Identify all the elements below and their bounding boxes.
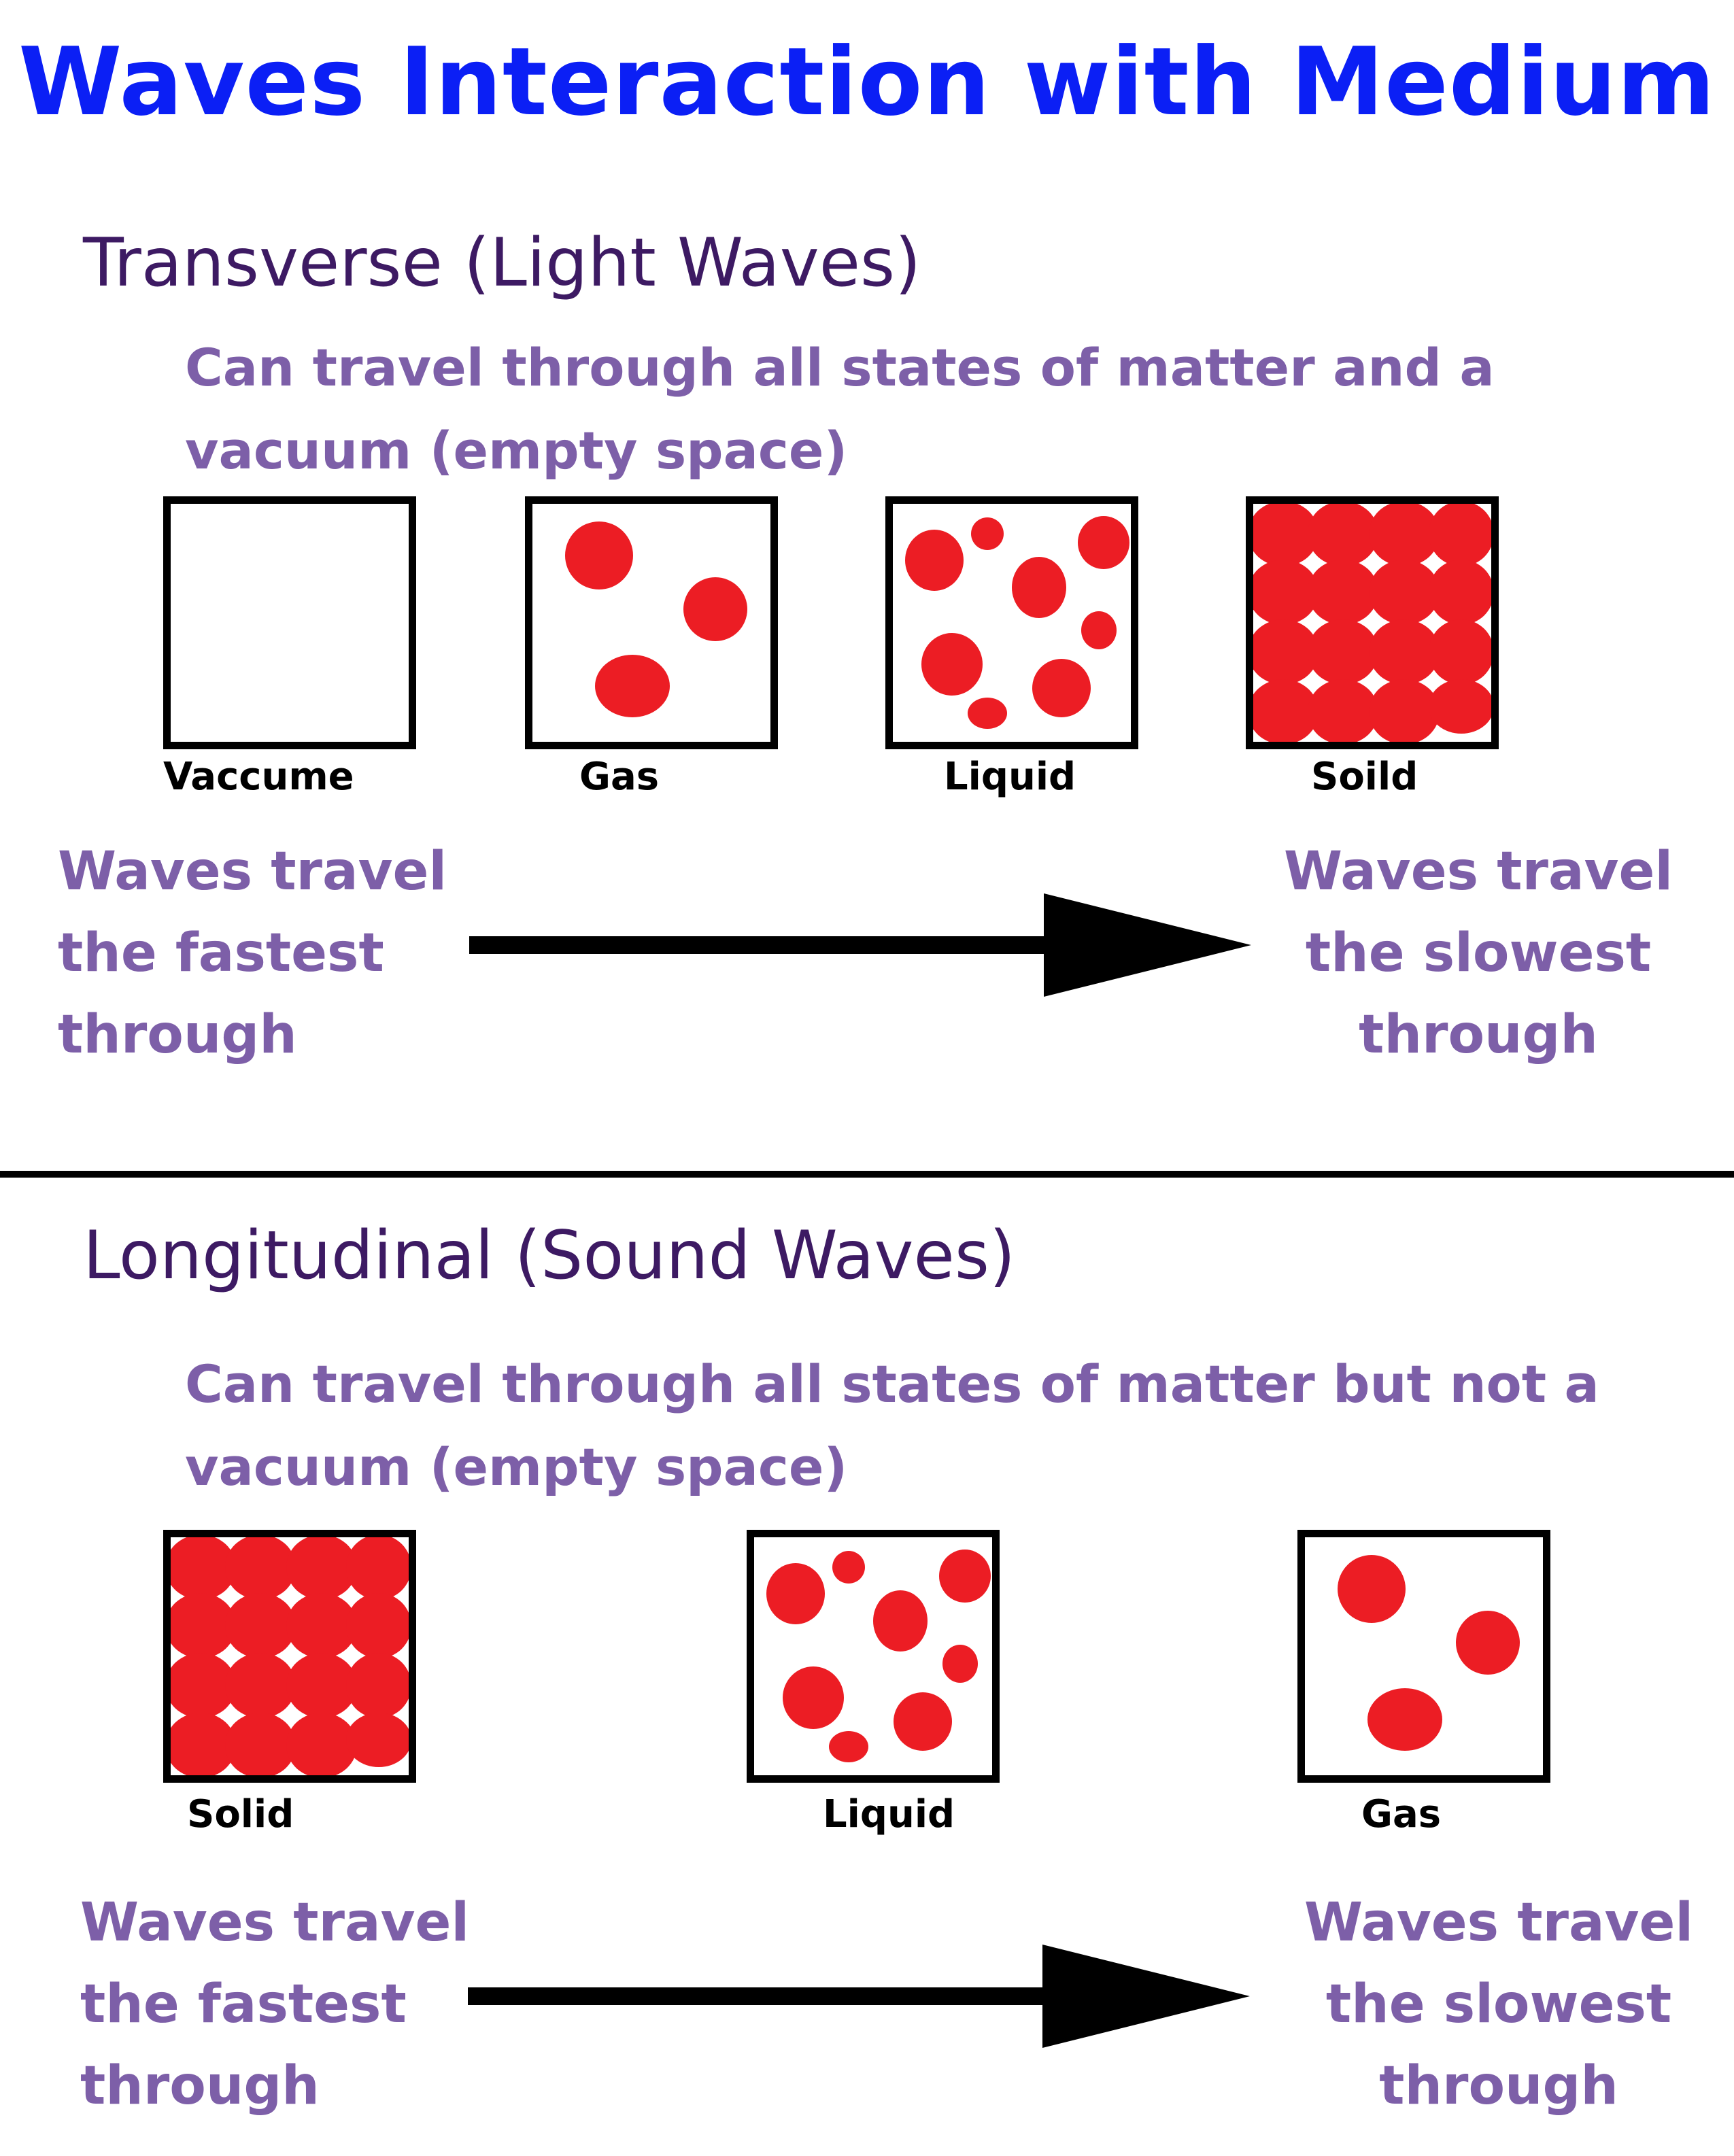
arrow-shaft [469, 936, 1054, 954]
note-line: Waves travel [58, 841, 447, 902]
longitudinal-description-line-2: vacuum (empty space) [185, 1437, 848, 1497]
note-line: Waves travel [80, 1892, 470, 1953]
particle [346, 1593, 409, 1658]
page-title: Waves Interaction with Medium [18, 27, 1716, 137]
particle [921, 633, 983, 696]
particle [1429, 560, 1491, 625]
longitudinal-direction-arrow [468, 1945, 1250, 2048]
note-line: the fastest [58, 923, 384, 984]
transverse-slowest-note: Waves travel the slowest through [1284, 831, 1673, 1076]
particle [1456, 1611, 1520, 1675]
particle [905, 530, 964, 591]
particle [286, 1593, 357, 1658]
vacuum-label: Vaccume [163, 755, 354, 799]
note-line: through [1359, 1004, 1598, 1065]
particle [225, 1653, 296, 1718]
longitudinal-slowest-note: Waves travel the slowest through [1304, 1882, 1693, 2127]
particle [1012, 557, 1066, 618]
particle [286, 1537, 357, 1600]
gas-box [1297, 1530, 1550, 1783]
note-line: the slowest [1305, 923, 1652, 984]
particle [1369, 619, 1440, 685]
longitudinal-description: Can travel through all states of matter … [185, 1343, 1599, 1509]
particle [1369, 679, 1440, 742]
particle [873, 1590, 928, 1652]
particle [346, 1537, 409, 1600]
particle [1032, 659, 1091, 717]
note-line: Waves travel [1284, 841, 1673, 902]
gas-label: Gas [1361, 1792, 1442, 1836]
particle [1369, 504, 1440, 566]
particle [766, 1563, 825, 1624]
longitudinal-heading: Longitudinal (Sound Waves) [83, 1217, 1016, 1295]
particle [1308, 504, 1378, 566]
particle [225, 1713, 296, 1775]
particle [1367, 1688, 1442, 1751]
particle [1429, 679, 1491, 734]
solid-label: Soild [1311, 755, 1418, 799]
arrow-head [1044, 893, 1251, 997]
particle [286, 1713, 357, 1775]
liquid-box [885, 496, 1138, 749]
transverse-description: Can travel through all states of matter … [185, 326, 1495, 492]
particle [1308, 560, 1378, 625]
particle [968, 698, 1007, 729]
particle [1081, 611, 1117, 649]
particle [942, 1645, 978, 1683]
arrow-head [1042, 1945, 1250, 2048]
transverse-heading: Transverse (Light Waves) [83, 224, 921, 302]
particle [1338, 1555, 1406, 1623]
particle [1369, 560, 1440, 625]
particle [939, 1550, 991, 1603]
particle [1308, 619, 1378, 685]
particle [225, 1537, 296, 1600]
transverse-description-line-2: vacuum (empty space) [185, 420, 848, 481]
particle [346, 1713, 409, 1767]
particle [1078, 516, 1129, 569]
gas-label: Gas [579, 755, 660, 799]
solid-label: Solid [187, 1792, 294, 1836]
longitudinal-fastest-note: Waves travel the fastest through [80, 1882, 469, 2127]
note-line: through [80, 2055, 320, 2117]
particle [783, 1666, 844, 1729]
note-line: through [58, 1004, 297, 1065]
particle [832, 1551, 865, 1584]
particle [1429, 504, 1491, 566]
particle [595, 655, 670, 717]
transverse-fastest-note: Waves travel the fastest through [58, 831, 447, 1076]
transverse-direction-arrow [469, 893, 1251, 997]
transverse-description-line-1: Can travel through all states of matter … [185, 337, 1495, 398]
solid-box [1246, 496, 1499, 749]
particle [829, 1731, 868, 1762]
note-line: through [1379, 2055, 1618, 2117]
gas-box [525, 496, 778, 749]
particle [346, 1653, 409, 1718]
particle [565, 521, 633, 589]
liquid-box [747, 1530, 1000, 1783]
longitudinal-description-line-1: Can travel through all states of matter … [185, 1354, 1599, 1414]
particle [286, 1653, 357, 1718]
arrow-shaft [468, 1987, 1053, 2005]
particle [1429, 619, 1491, 685]
particle [225, 1593, 296, 1658]
particle [1308, 679, 1378, 742]
solid-box [163, 1530, 416, 1783]
particle [683, 577, 747, 641]
note-line: the slowest [1325, 1974, 1672, 2035]
section-divider [0, 1171, 1734, 1178]
note-line: the fastest [80, 1974, 407, 2035]
liquid-label: Liquid [944, 755, 1076, 799]
note-line: Waves travel [1304, 1892, 1694, 1953]
particle [971, 517, 1004, 550]
particle [894, 1692, 952, 1751]
vacuum-box [163, 496, 416, 749]
liquid-label: Liquid [823, 1792, 955, 1836]
